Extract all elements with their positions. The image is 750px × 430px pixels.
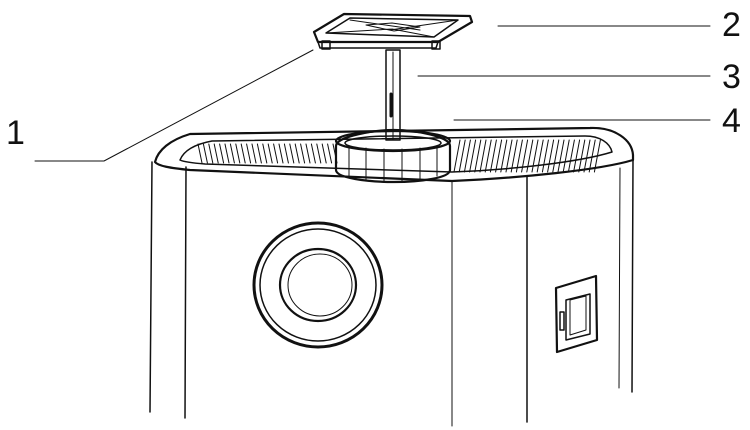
grille-slat [305, 143, 311, 164]
top-rim-inner [179, 135, 613, 173]
grille-slat [458, 139, 466, 173]
grille-slat [240, 143, 246, 164]
spindle [385, 49, 401, 141]
grille-slat [213, 143, 219, 164]
grille-slat [588, 139, 596, 173]
grille-slat [273, 143, 279, 164]
grille-slat [552, 139, 560, 173]
grille-slat [479, 139, 487, 173]
grille-slat [327, 143, 333, 164]
grille-slat [489, 139, 497, 173]
grille-slat [278, 143, 284, 164]
float-cylinder [334, 128, 452, 184]
grille-slat [235, 143, 241, 164]
body-left-edge [149, 161, 153, 413]
grille-slat [557, 139, 565, 173]
grille-slat [541, 139, 549, 173]
grille-slat [583, 139, 591, 173]
body-right-inner-edge [618, 167, 621, 389]
grille-slat [229, 143, 235, 164]
grille-slat [289, 143, 295, 164]
grille-slat [469, 139, 477, 173]
grille-slat [562, 139, 570, 173]
humidifier-body [149, 126, 635, 427]
grille-slat [567, 139, 575, 173]
grille-slat [495, 139, 503, 173]
top-plate [312, 12, 474, 50]
grille-slat [197, 143, 203, 164]
grille-slat [510, 139, 518, 173]
grille-slat [463, 139, 471, 173]
grille-slat [262, 143, 268, 164]
grille-slat [300, 143, 306, 164]
callout-labels: 1 2 3 4 [6, 6, 741, 152]
leader-1 [34, 49, 314, 162]
grille-slat [251, 143, 257, 164]
top-rim-outer [153, 126, 635, 183]
grille-slat [453, 139, 461, 173]
grille-slat [283, 143, 289, 164]
callout-4: 4 [722, 102, 741, 140]
grille-slat [531, 139, 539, 173]
grille-slat [316, 143, 322, 164]
grille-slat [500, 139, 508, 173]
front-dial [252, 221, 384, 349]
grille-slat [521, 139, 529, 173]
grille-slat [547, 139, 555, 173]
body-front-left-edge [184, 166, 187, 419]
grille-slat [526, 139, 534, 173]
grille-slat [474, 139, 482, 173]
top-grille [197, 139, 601, 173]
grille-slat [593, 139, 601, 173]
grille-slat [224, 143, 230, 164]
grille-slat [267, 143, 273, 164]
grille-slat [321, 143, 327, 164]
grille-slat [505, 139, 513, 173]
grille-slat [256, 143, 262, 164]
grille-slat [208, 143, 214, 164]
callout-1: 1 [6, 114, 25, 152]
grille-slat [202, 143, 208, 164]
grille-slat [515, 139, 523, 173]
callout-2: 2 [722, 6, 741, 44]
grille-slat [219, 143, 225, 164]
body-right-edge [631, 159, 634, 393]
float-cap [317, 41, 439, 49]
callout-leaders [34, 25, 711, 162]
side-latch [554, 274, 599, 354]
grille-slat [310, 143, 316, 164]
grille-slat [246, 143, 252, 164]
callout-3: 3 [722, 58, 741, 96]
grille-slat [294, 143, 300, 164]
grille-slat [573, 139, 581, 173]
grille-slat [578, 139, 586, 173]
grille-slat [484, 139, 492, 173]
grille-slat [536, 139, 544, 173]
